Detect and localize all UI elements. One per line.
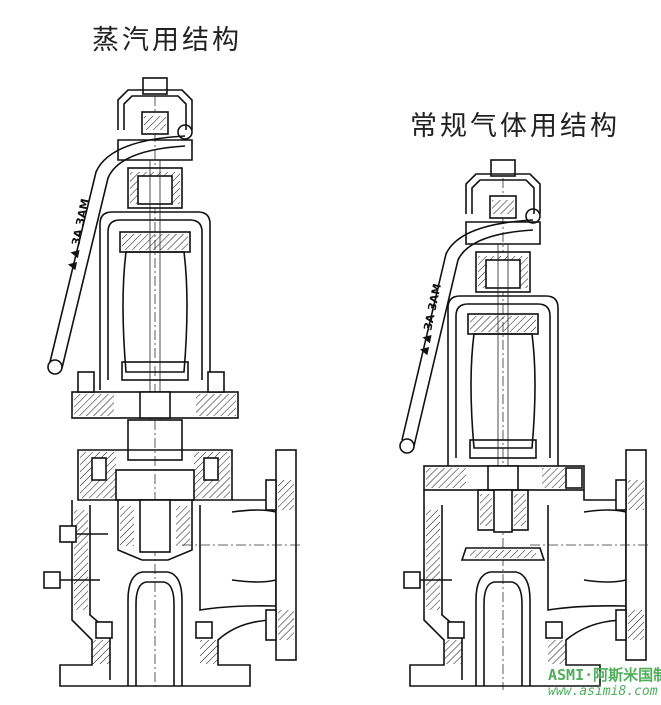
watermark-url: www.asimi8.com bbox=[548, 684, 658, 699]
gas-valve-drawing: ▲ ▲ ЗА ЗАМ bbox=[399, 159, 650, 690]
steam-structure-title: 蒸汽用结构 bbox=[92, 25, 242, 56]
gas-structure-title: 常规气体用结构 bbox=[410, 111, 620, 142]
gas-lever-marking: ▲ ▲ ЗА ЗАМ bbox=[416, 282, 444, 355]
steam-valve-drawing: ▲ ▲ ЗА ЗАМ bbox=[43, 77, 300, 690]
watermark-brand: ASMI·阿斯米国制造 bbox=[548, 666, 661, 684]
